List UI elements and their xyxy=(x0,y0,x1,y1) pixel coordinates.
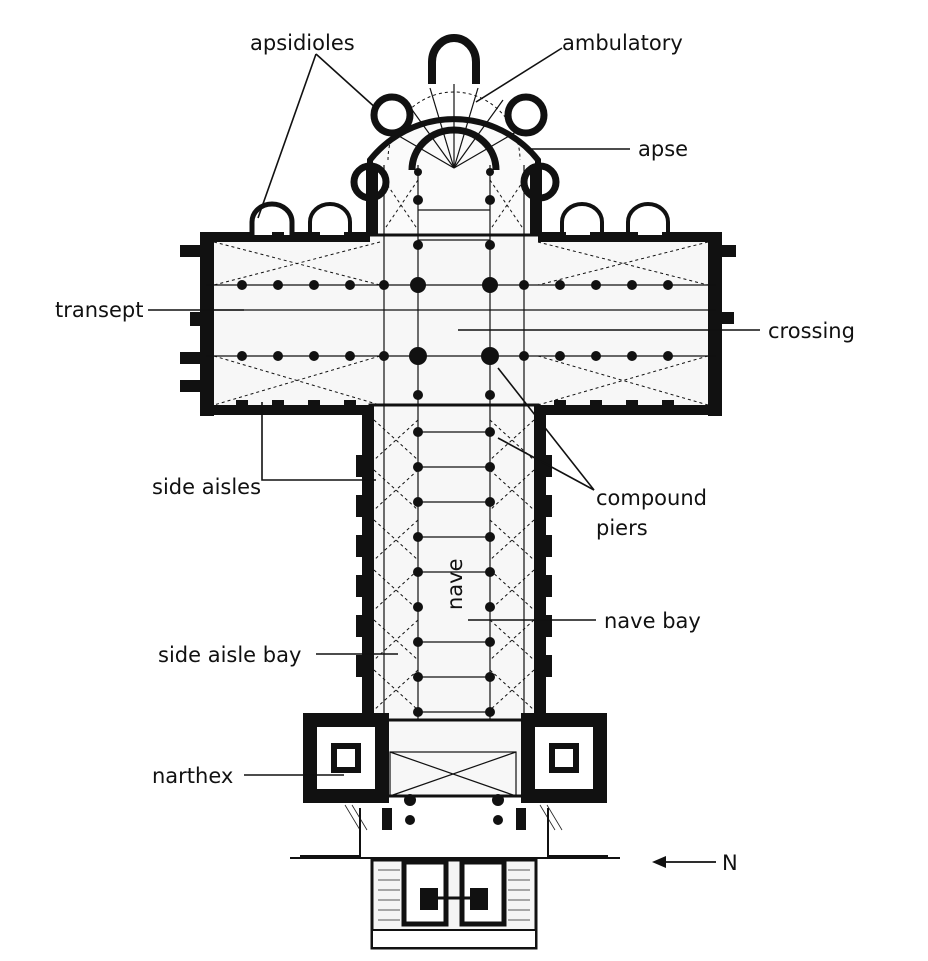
label-side-aisle-bay: side aisle bay xyxy=(158,643,301,667)
label-piers: piers xyxy=(596,516,648,540)
label-transept: transept xyxy=(55,298,143,322)
piers xyxy=(236,168,674,753)
label-crossing: crossing xyxy=(768,319,855,343)
leader-lines xyxy=(148,47,760,776)
transept-block xyxy=(180,201,736,416)
narthex-block xyxy=(290,713,620,859)
label-nave: nave xyxy=(443,558,467,610)
nave-block xyxy=(356,165,552,745)
label-compound: compound xyxy=(596,486,707,510)
label-nave-bay: nave bay xyxy=(604,609,701,633)
north-arrow-icon xyxy=(652,856,716,868)
label-apse: apse xyxy=(638,137,688,161)
label-north: N xyxy=(722,851,738,875)
label-ambulatory: ambulatory xyxy=(562,31,683,55)
chevet xyxy=(350,34,560,235)
label-apsidioles: apsidioles xyxy=(250,31,355,55)
label-narthex: narthex xyxy=(152,764,233,788)
forecourt xyxy=(370,858,538,950)
label-side-aisles: side aisles xyxy=(152,475,261,499)
